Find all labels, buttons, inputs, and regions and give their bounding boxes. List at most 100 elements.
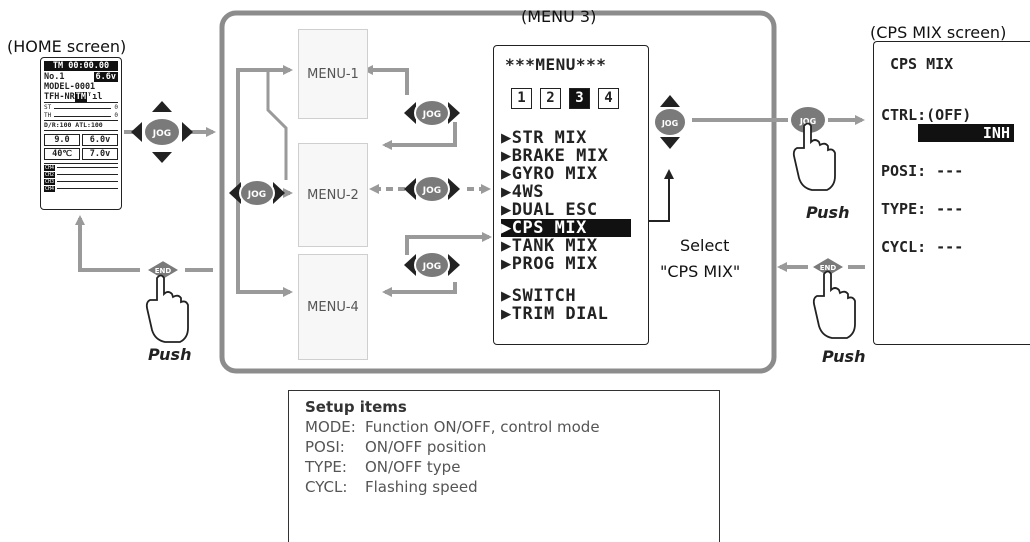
signal-icon: ᵀıl <box>86 92 103 102</box>
jog-updown-icon[interactable]: JOG <box>653 95 687 149</box>
push-label-jog: Push <box>806 203 850 222</box>
cps-posi-label: POSI: <box>881 162 927 180</box>
menu-item-4ws[interactable]: ▶4WS <box>501 182 544 202</box>
pointing-hand-right-icon <box>812 270 856 339</box>
cps-ctrl-value[interactable]: (OFF) <box>926 106 972 124</box>
ch-bar <box>57 174 118 175</box>
push-label-right: Push <box>822 347 866 366</box>
home-ch-3: CH3 <box>44 178 56 185</box>
cps-type-value[interactable]: --- <box>936 200 964 218</box>
home-ch-2: CH2 <box>44 171 56 178</box>
ch-bar <box>57 181 118 182</box>
pointing-hand-jog-icon <box>792 122 836 191</box>
select-item-caption: "CPS MIX" <box>660 262 741 281</box>
cps-posi-value[interactable]: --- <box>936 162 964 180</box>
setup-title: Setup items <box>305 398 407 416</box>
home-st-label: ST <box>44 104 52 111</box>
home-th-label: TH <box>44 112 52 119</box>
tab-4[interactable]: 4 <box>598 88 619 109</box>
menu-item-switch[interactable]: ▶SWITCH <box>501 286 577 306</box>
menu-item-trim-dial[interactable]: ▶TRIM DIAL <box>501 304 609 324</box>
menu-2-box[interactable]: MENU-2 <box>298 143 368 247</box>
setup-row: CYCL: Flashing speed <box>305 477 719 497</box>
home-temp: 40℃ <box>44 148 80 160</box>
setup-row: POSI: ON/OFF position <box>305 437 719 457</box>
cps-type-label: TYPE: <box>881 200 927 218</box>
select-caption: Select <box>680 236 730 255</box>
menu3-caption: (MENU 3) <box>521 7 597 26</box>
home-rx-voltage: 9.0 <box>44 134 80 146</box>
menu-item-str-mix[interactable]: ▶STR MIX <box>501 128 587 148</box>
setup-key: POSI: <box>305 438 345 456</box>
st-trim-bar <box>54 104 112 109</box>
home-timer: TM 00:00.00 <box>44 61 118 71</box>
menu-frame <box>219 10 777 374</box>
jog-menu-icon[interactable]: JOG <box>229 179 285 207</box>
menu3-header: ***MENU*** <box>505 55 607 74</box>
setup-key: CYCL: <box>305 478 348 496</box>
menu3-screen: ***MENU*** 1 2 3 4 ▶STR MIX ▶BRAKE MIX ▶… <box>493 45 649 345</box>
setup-items-box: Setup items MODE: Function ON/OFF, contr… <box>288 390 720 542</box>
jog-label: JOG <box>422 110 441 120</box>
home-th-value: 0 <box>114 112 118 119</box>
menu-item-gyro-mix[interactable]: ▶GYRO MIX <box>501 164 598 184</box>
setup-desc: ON/OFF position <box>365 438 487 456</box>
jog-2-icon[interactable]: JOG <box>404 175 460 203</box>
menu-item-dual-esc[interactable]: ▶DUAL ESC <box>501 200 598 220</box>
push-label-left: Push <box>148 345 192 364</box>
jog-1-icon[interactable]: JOG <box>404 99 460 127</box>
tab-2[interactable]: 2 <box>540 88 561 109</box>
cps-cycl-label: CYCL: <box>881 238 927 256</box>
home-volt2: 7.0v <box>82 148 118 160</box>
setup-key: MODE: <box>305 418 356 436</box>
home-caption: (HOME screen) <box>7 37 127 56</box>
jog-label: JOG <box>247 190 266 200</box>
home-model-name: MODEL-0001 <box>44 82 96 92</box>
cps-ctrl-state[interactable]: INH <box>918 124 1014 142</box>
jog-label: JOG <box>661 119 678 128</box>
jog-label: JOG <box>422 186 441 196</box>
menu-item-tank-mix[interactable]: ▶TANK MIX <box>501 236 598 256</box>
cps-screen-caption: (CPS MIX screen) <box>870 23 1007 42</box>
home-st-value: 0 <box>114 104 118 111</box>
jog-label: JOG <box>799 117 816 126</box>
home-ch-4: CH4 <box>44 185 56 192</box>
home-screen: TM 00:00.00 No.1 6.6v MODEL-0001 TFH-NR … <box>40 57 122 210</box>
setup-desc: ON/OFF type <box>365 458 461 476</box>
menu-item-prog-mix[interactable]: ▶PROG MIX <box>501 254 598 274</box>
tab-1[interactable]: 1 <box>511 88 532 109</box>
setup-desc: Flashing speed <box>365 478 478 496</box>
ch-bar <box>57 167 118 168</box>
menu-item-brake-mix[interactable]: ▶BRAKE MIX <box>501 146 609 166</box>
menu-4-box[interactable]: MENU-4 <box>298 254 368 360</box>
ch-bar <box>57 188 118 189</box>
jog-home-icon[interactable]: JOG <box>131 101 193 163</box>
setup-key: TYPE: <box>305 458 347 476</box>
cps-ctrl-label: CTRL: <box>881 106 927 124</box>
cps-cycl-value[interactable]: --- <box>936 238 964 256</box>
jog-label: JOG <box>422 262 441 272</box>
setup-desc: Function ON/OFF, control mode <box>365 418 600 436</box>
menu-item-cps-mix[interactable]: ▶CPS MIX <box>501 219 631 237</box>
menu3-tabs: 1 2 3 4 <box>511 88 648 109</box>
home-battery: 6.6v <box>93 72 118 82</box>
home-tm-badge: TM <box>74 92 87 102</box>
jog-label: JOG <box>152 129 171 139</box>
pointing-hand-left-icon <box>145 274 189 343</box>
menu-1-box[interactable]: MENU-1 <box>298 29 368 119</box>
home-model-no: No.1 <box>44 72 65 82</box>
end-label: END <box>155 267 172 275</box>
tab-3[interactable]: 3 <box>569 88 590 109</box>
setup-row: MODE: Function ON/OFF, control mode <box>305 417 719 437</box>
jog-3-icon[interactable]: JOG <box>404 251 460 279</box>
cps-title: CPS MIX <box>890 55 954 73</box>
setup-row: TYPE: ON/OFF type <box>305 457 719 477</box>
home-dr-atl: D/R:100 ATL:100 <box>44 121 118 131</box>
home-mode: TFH-NR <box>44 92 75 102</box>
end-label: END <box>820 264 837 272</box>
end-button-right-icon[interactable]: END <box>809 255 847 279</box>
cps-screen: CPS MIX CTRL: (OFF) INH POSI: --- TYPE: … <box>873 41 1030 345</box>
home-ch-1: CH4 <box>44 164 56 171</box>
